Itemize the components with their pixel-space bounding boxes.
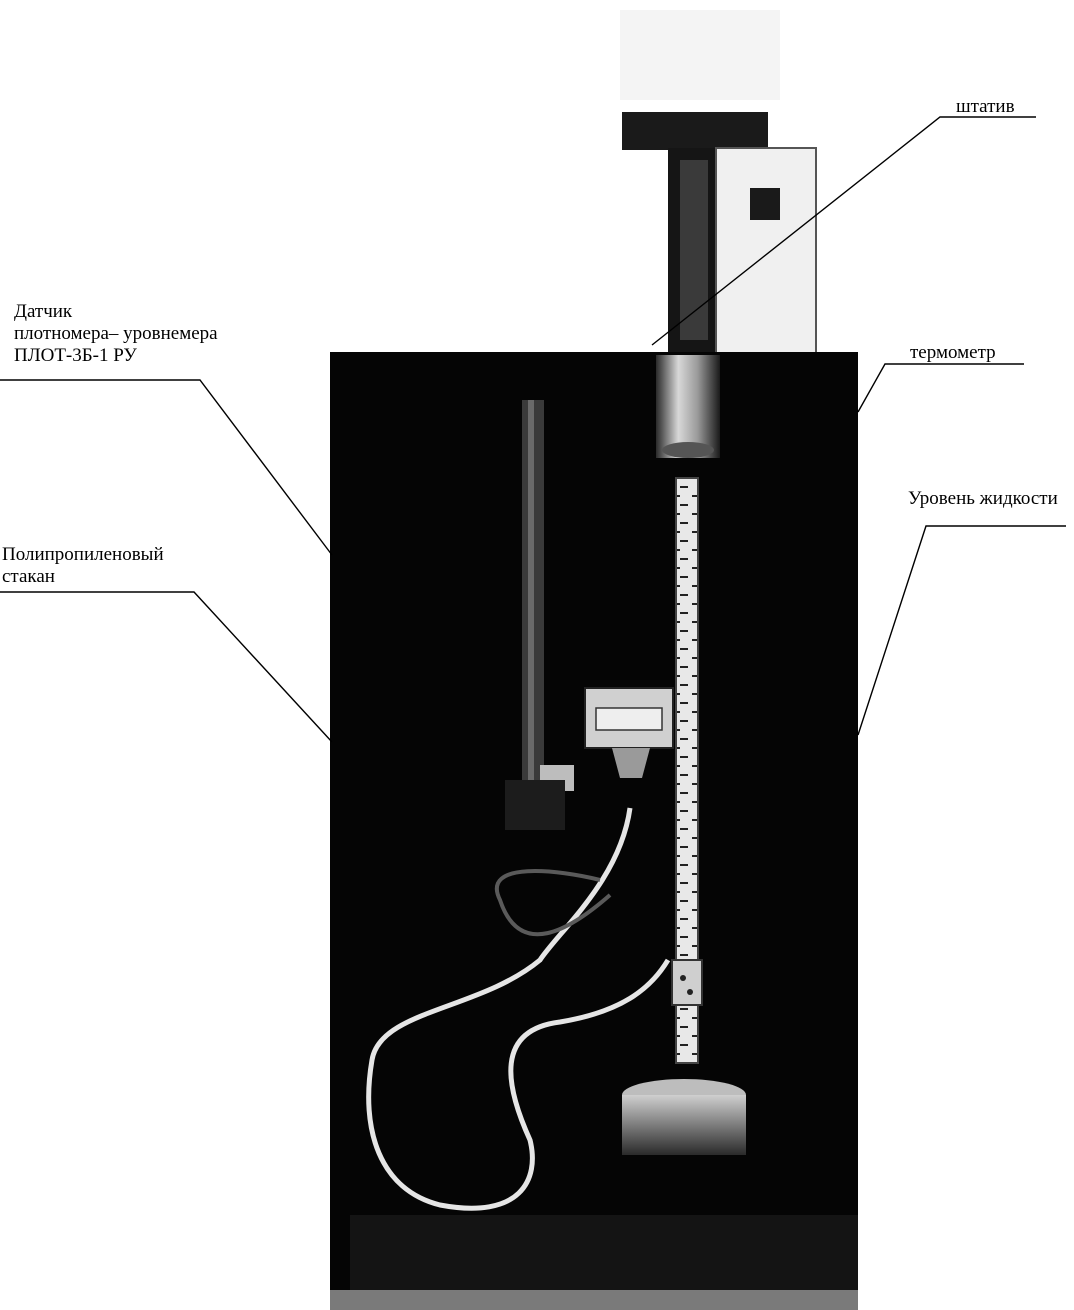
polypropylene-cup	[330, 352, 858, 1307]
measuring-tube	[675, 477, 699, 1064]
thermometer-sleeve	[656, 355, 720, 458]
tube-float	[671, 959, 703, 1006]
label-liquid-level-text: Уровень жидкости	[908, 488, 1058, 509]
left-rod-highlight	[528, 400, 534, 780]
label-shtativ: штатив	[956, 96, 1015, 118]
label-cup-line2: стакан	[2, 566, 55, 587]
rod-base-block	[505, 780, 565, 830]
leader-shtativ	[651, 116, 1036, 346]
label-liquid-level: Уровень жидкости	[908, 488, 1058, 510]
stand-top-shade	[620, 10, 780, 100]
label-thermometer: термометр	[910, 342, 996, 364]
stand-column-inner	[680, 160, 708, 340]
label-cup: Полипропиленовый стакан	[2, 544, 164, 588]
stand-head	[622, 112, 768, 150]
base-weight	[622, 1095, 746, 1155]
sensor-box-neck	[612, 748, 650, 778]
float-hole-2	[687, 989, 693, 995]
leader-cup	[0, 591, 333, 743]
cable-white	[366, 807, 671, 1211]
sensor-display-screen	[595, 707, 663, 731]
leader-liquid	[857, 525, 1066, 736]
label-cup-line1: Полипропиленовый	[2, 544, 164, 565]
floor-strip	[330, 1290, 858, 1310]
label-sensor-line1: Датчик	[14, 301, 73, 322]
label-sensor-line3: ПЛОТ-3Б-1 РУ	[14, 345, 137, 366]
leader-lines	[0, 116, 1066, 743]
leader-sensor	[0, 379, 333, 556]
cable-dark	[495, 869, 612, 937]
stand-knob	[750, 188, 780, 220]
float-hole-1	[680, 975, 686, 981]
label-thermometer-text: термометр	[910, 342, 996, 363]
label-sensor: Датчик плотномера– уровнемера ПЛОТ-3Б-1 …	[14, 301, 218, 367]
sleeve-bottom	[662, 442, 714, 458]
stand-plate	[715, 147, 817, 354]
label-shtativ-text: штатив	[956, 96, 1015, 117]
leader-thermometer	[857, 363, 1024, 413]
label-sensor-line2: плотномера– уровнемера	[14, 323, 218, 344]
